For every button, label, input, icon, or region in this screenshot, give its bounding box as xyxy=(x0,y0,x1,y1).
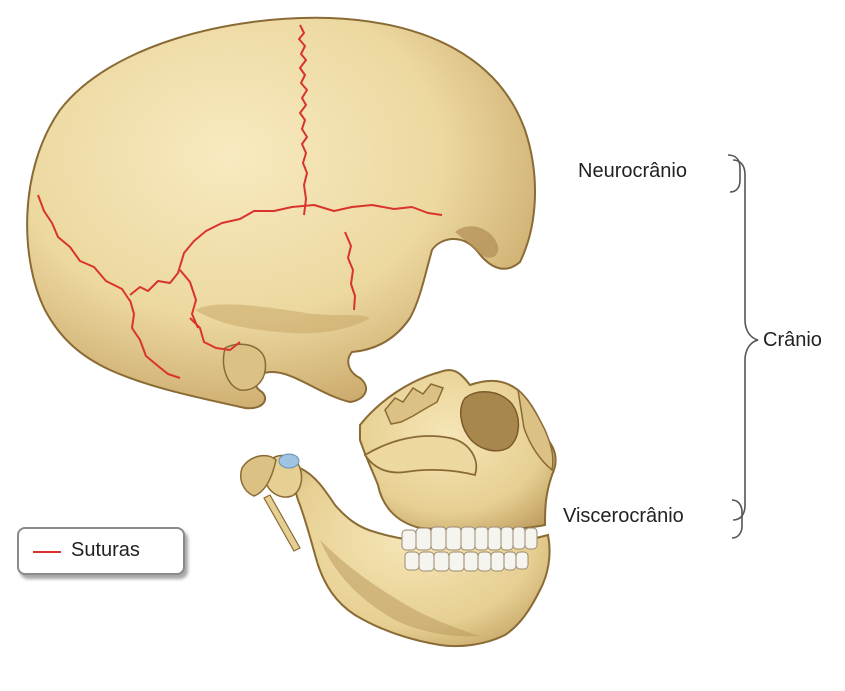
mastoid-process xyxy=(223,344,265,390)
brackets xyxy=(728,155,758,538)
suture-line-swatch xyxy=(33,551,61,553)
viscerocranio-label: Viscerocrânio xyxy=(563,505,684,528)
styloid-process xyxy=(264,495,300,551)
neurocranium xyxy=(27,18,535,408)
legend: Suturas xyxy=(17,527,185,575)
neurocranio-label: Neurocrânio xyxy=(578,160,687,183)
neurocranium-vault xyxy=(27,18,535,408)
teeth xyxy=(402,527,537,571)
cranio-bracket xyxy=(733,160,758,520)
cranio-label: Crânio xyxy=(763,329,822,352)
articular-disc xyxy=(279,454,299,468)
legend-suturas-label: Suturas xyxy=(71,539,140,562)
viscerocranium xyxy=(241,370,556,646)
